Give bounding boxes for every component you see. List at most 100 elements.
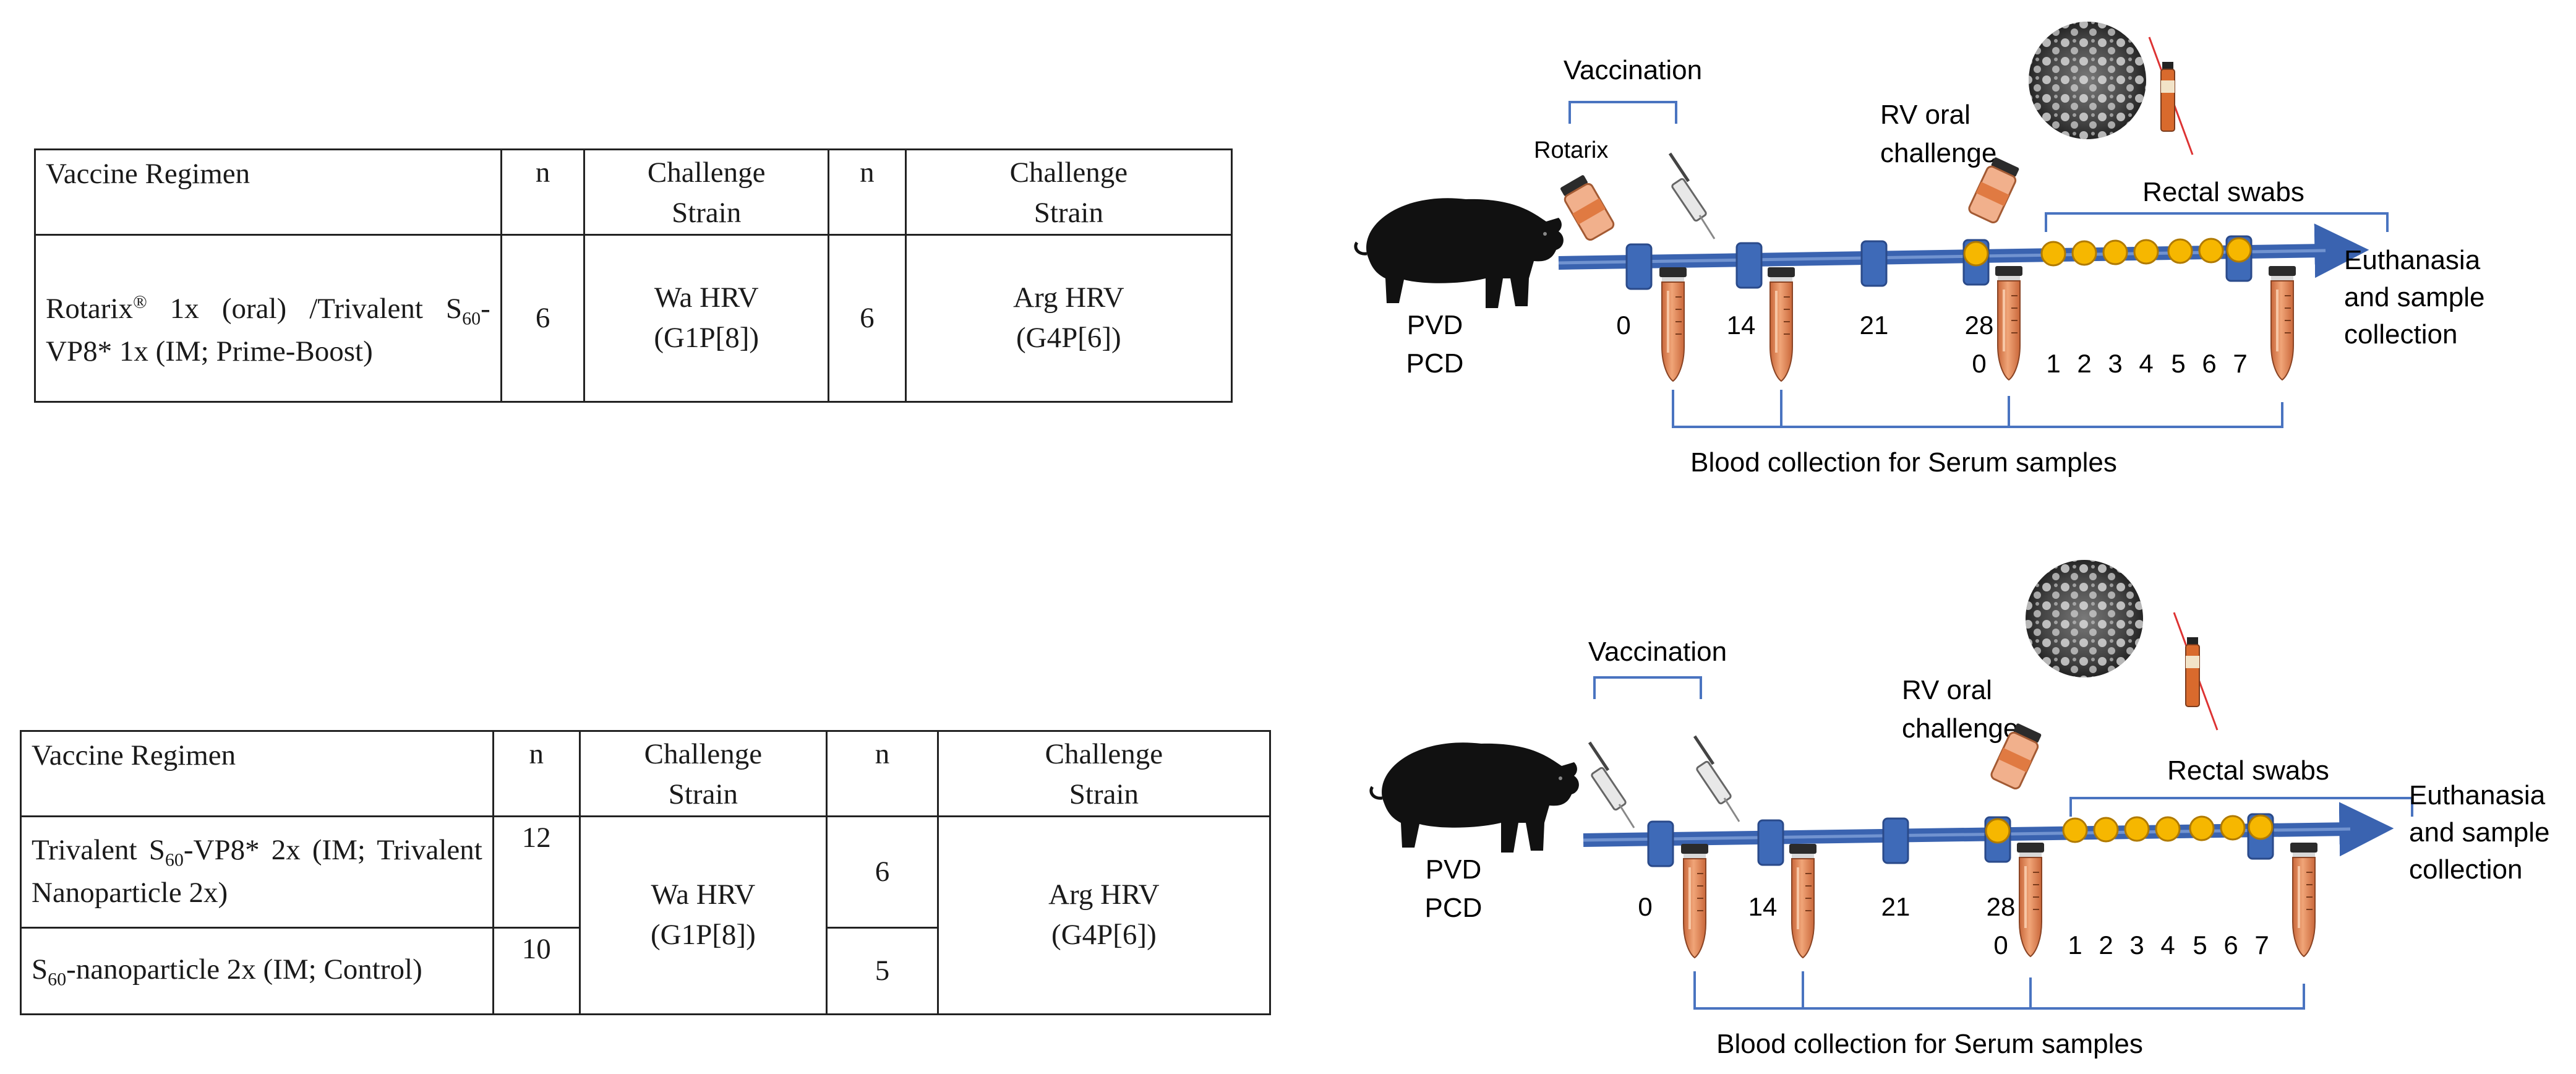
- vaccination-label: Vaccination: [1588, 637, 1727, 667]
- pcd-day-label: 5: [2193, 930, 2207, 960]
- challenge-label: challenge: [1902, 713, 2018, 744]
- euthanasia-label: Euthanasia: [2409, 780, 2546, 810]
- euthanasia-label: and sample: [2409, 817, 2549, 848]
- pcd-label: PCD: [1406, 348, 1464, 379]
- day-label: 14: [1748, 892, 1778, 921]
- pcd-day-label: 2: [2099, 930, 2113, 960]
- day-label: 21: [1881, 892, 1911, 921]
- pcd-day-label: 6: [2202, 349, 2216, 378]
- swab-dot: [2198, 238, 2224, 264]
- syringe-icon: [1695, 736, 1739, 822]
- n-cell: 10: [492, 926, 581, 1015]
- day-marker: [1735, 242, 1763, 289]
- strain-cell: Wa HRV(G1P[8]): [583, 233, 829, 403]
- n-cell: 12: [492, 815, 581, 929]
- rotarix-tube-icon: [1557, 173, 1617, 243]
- timeline-diagram-2: PVD PCD Vaccination RV oral challenge Re…: [1336, 560, 2549, 1059]
- pcd-day-label: 6: [2223, 930, 2238, 960]
- day-label: 28: [1965, 311, 1994, 340]
- blood-tube-icon: [1766, 266, 1796, 382]
- swab-dot: [2133, 239, 2159, 265]
- swab-dot: [2062, 817, 2088, 843]
- pig-icon: [1371, 742, 1579, 853]
- rotarix-label: Rotarix: [1534, 137, 1608, 163]
- header-n: n: [826, 730, 939, 817]
- rectal-swabs-bracket: [2045, 212, 2389, 232]
- pcd-day-label: 1: [2046, 349, 2060, 378]
- pvd-label: PVD: [1426, 854, 1481, 885]
- swab-dot: [1963, 241, 1989, 267]
- blood-tube-icon: [1658, 266, 1688, 382]
- euthanasia-label: and sample: [2344, 282, 2484, 312]
- challenge-label: RV oral: [1902, 675, 1992, 705]
- pvd-label: PVD: [1407, 310, 1463, 340]
- rectal-swabs-label: Rectal swabs: [2167, 755, 2329, 786]
- pcd-day-label: 0: [1993, 930, 2008, 960]
- rectal-swab-icon: [2173, 611, 2219, 731]
- day-marker: [1882, 817, 1909, 864]
- vaccination-bracket: [1593, 676, 1702, 699]
- pig-icon: [1356, 198, 1564, 308]
- euthanasia-label: collection: [2409, 854, 2522, 885]
- swab-dot: [2155, 816, 2181, 842]
- swab-dot: [2189, 815, 2215, 841]
- swab-dot: [2220, 815, 2246, 841]
- day-label: 0: [1616, 311, 1630, 340]
- swab-dot: [2167, 238, 2193, 264]
- pcd-day-label: 3: [2129, 930, 2144, 960]
- swab-dot: [2248, 814, 2274, 840]
- header-n: n: [492, 730, 581, 817]
- swab-dot: [2226, 237, 2252, 263]
- swab-dot: [2093, 817, 2119, 843]
- header-n: n: [827, 148, 907, 236]
- swab-dot: [2071, 240, 2097, 266]
- header-vaccine-regimen: Vaccine Regimen: [20, 730, 494, 817]
- day-marker: [1625, 243, 1653, 290]
- syringe-icon: [1670, 153, 1714, 239]
- n-cell: 6: [500, 233, 586, 403]
- swab-dot: [2102, 239, 2128, 265]
- euthanasia-label: Euthanasia: [2344, 245, 2481, 275]
- n-cell: 5: [826, 926, 939, 1015]
- blood-tube-icon: [2289, 841, 2319, 958]
- pcd-day-label: 7: [2254, 930, 2269, 960]
- regimen-text: S60-nanoparticle 2x (IM; Control): [32, 953, 422, 990]
- day-label: 21: [1860, 311, 1889, 340]
- vaccination-bracket: [1568, 101, 1677, 124]
- header-vaccine-regimen: Vaccine Regimen: [34, 148, 502, 236]
- syringe-icon: [1590, 742, 1634, 828]
- blood-collection-bracket: [1693, 971, 2305, 1010]
- blood-tube-icon: [1680, 843, 1709, 959]
- blood-tube-icon: [1994, 265, 2024, 381]
- regimen-text: Rotarix® 1x (oral) /Trivalent S60-VP8* 1…: [46, 291, 490, 368]
- pcd-day-label: 5: [2171, 349, 2185, 378]
- day-label: 28: [1987, 892, 2016, 921]
- regimen-cell: Trivalent S60-VP8* 2x (IM; Trivalent Nan…: [20, 815, 494, 929]
- pcd-day-label: 7: [2233, 349, 2247, 378]
- blood-tube-icon: [1788, 843, 1818, 959]
- regimen-text: Trivalent S60-VP8* 2x (IM; Trivalent Nan…: [32, 834, 482, 909]
- blood-collection-label: Blood collection for Serum samples: [1690, 447, 2117, 478]
- strain-cell: Arg HRV(G4P[6]): [904, 233, 1233, 403]
- day-label: 14: [1727, 311, 1756, 340]
- pcd-day-label: 2: [2077, 349, 2091, 378]
- n-cell: 6: [826, 815, 939, 929]
- pcd-day-label: 1: [2068, 930, 2082, 960]
- day-marker: [1860, 240, 1888, 287]
- challenge-label: challenge: [1880, 138, 1996, 168]
- day-marker: [1757, 819, 1784, 866]
- pcd-day-label: 4: [2139, 349, 2153, 378]
- euthanasia-label: collection: [2344, 319, 2457, 350]
- blood-tube-icon: [2016, 841, 2045, 958]
- swab-dot: [2124, 816, 2150, 842]
- challenge-label: RV oral: [1880, 100, 1971, 130]
- regimen-cell: S60-nanoparticle 2x (IM; Control): [20, 926, 494, 1015]
- timeline-diagram-1: PVD PCD Vaccination Rotarix RV oral chal…: [1336, 22, 2484, 478]
- pcd-day-label: 4: [2160, 930, 2175, 960]
